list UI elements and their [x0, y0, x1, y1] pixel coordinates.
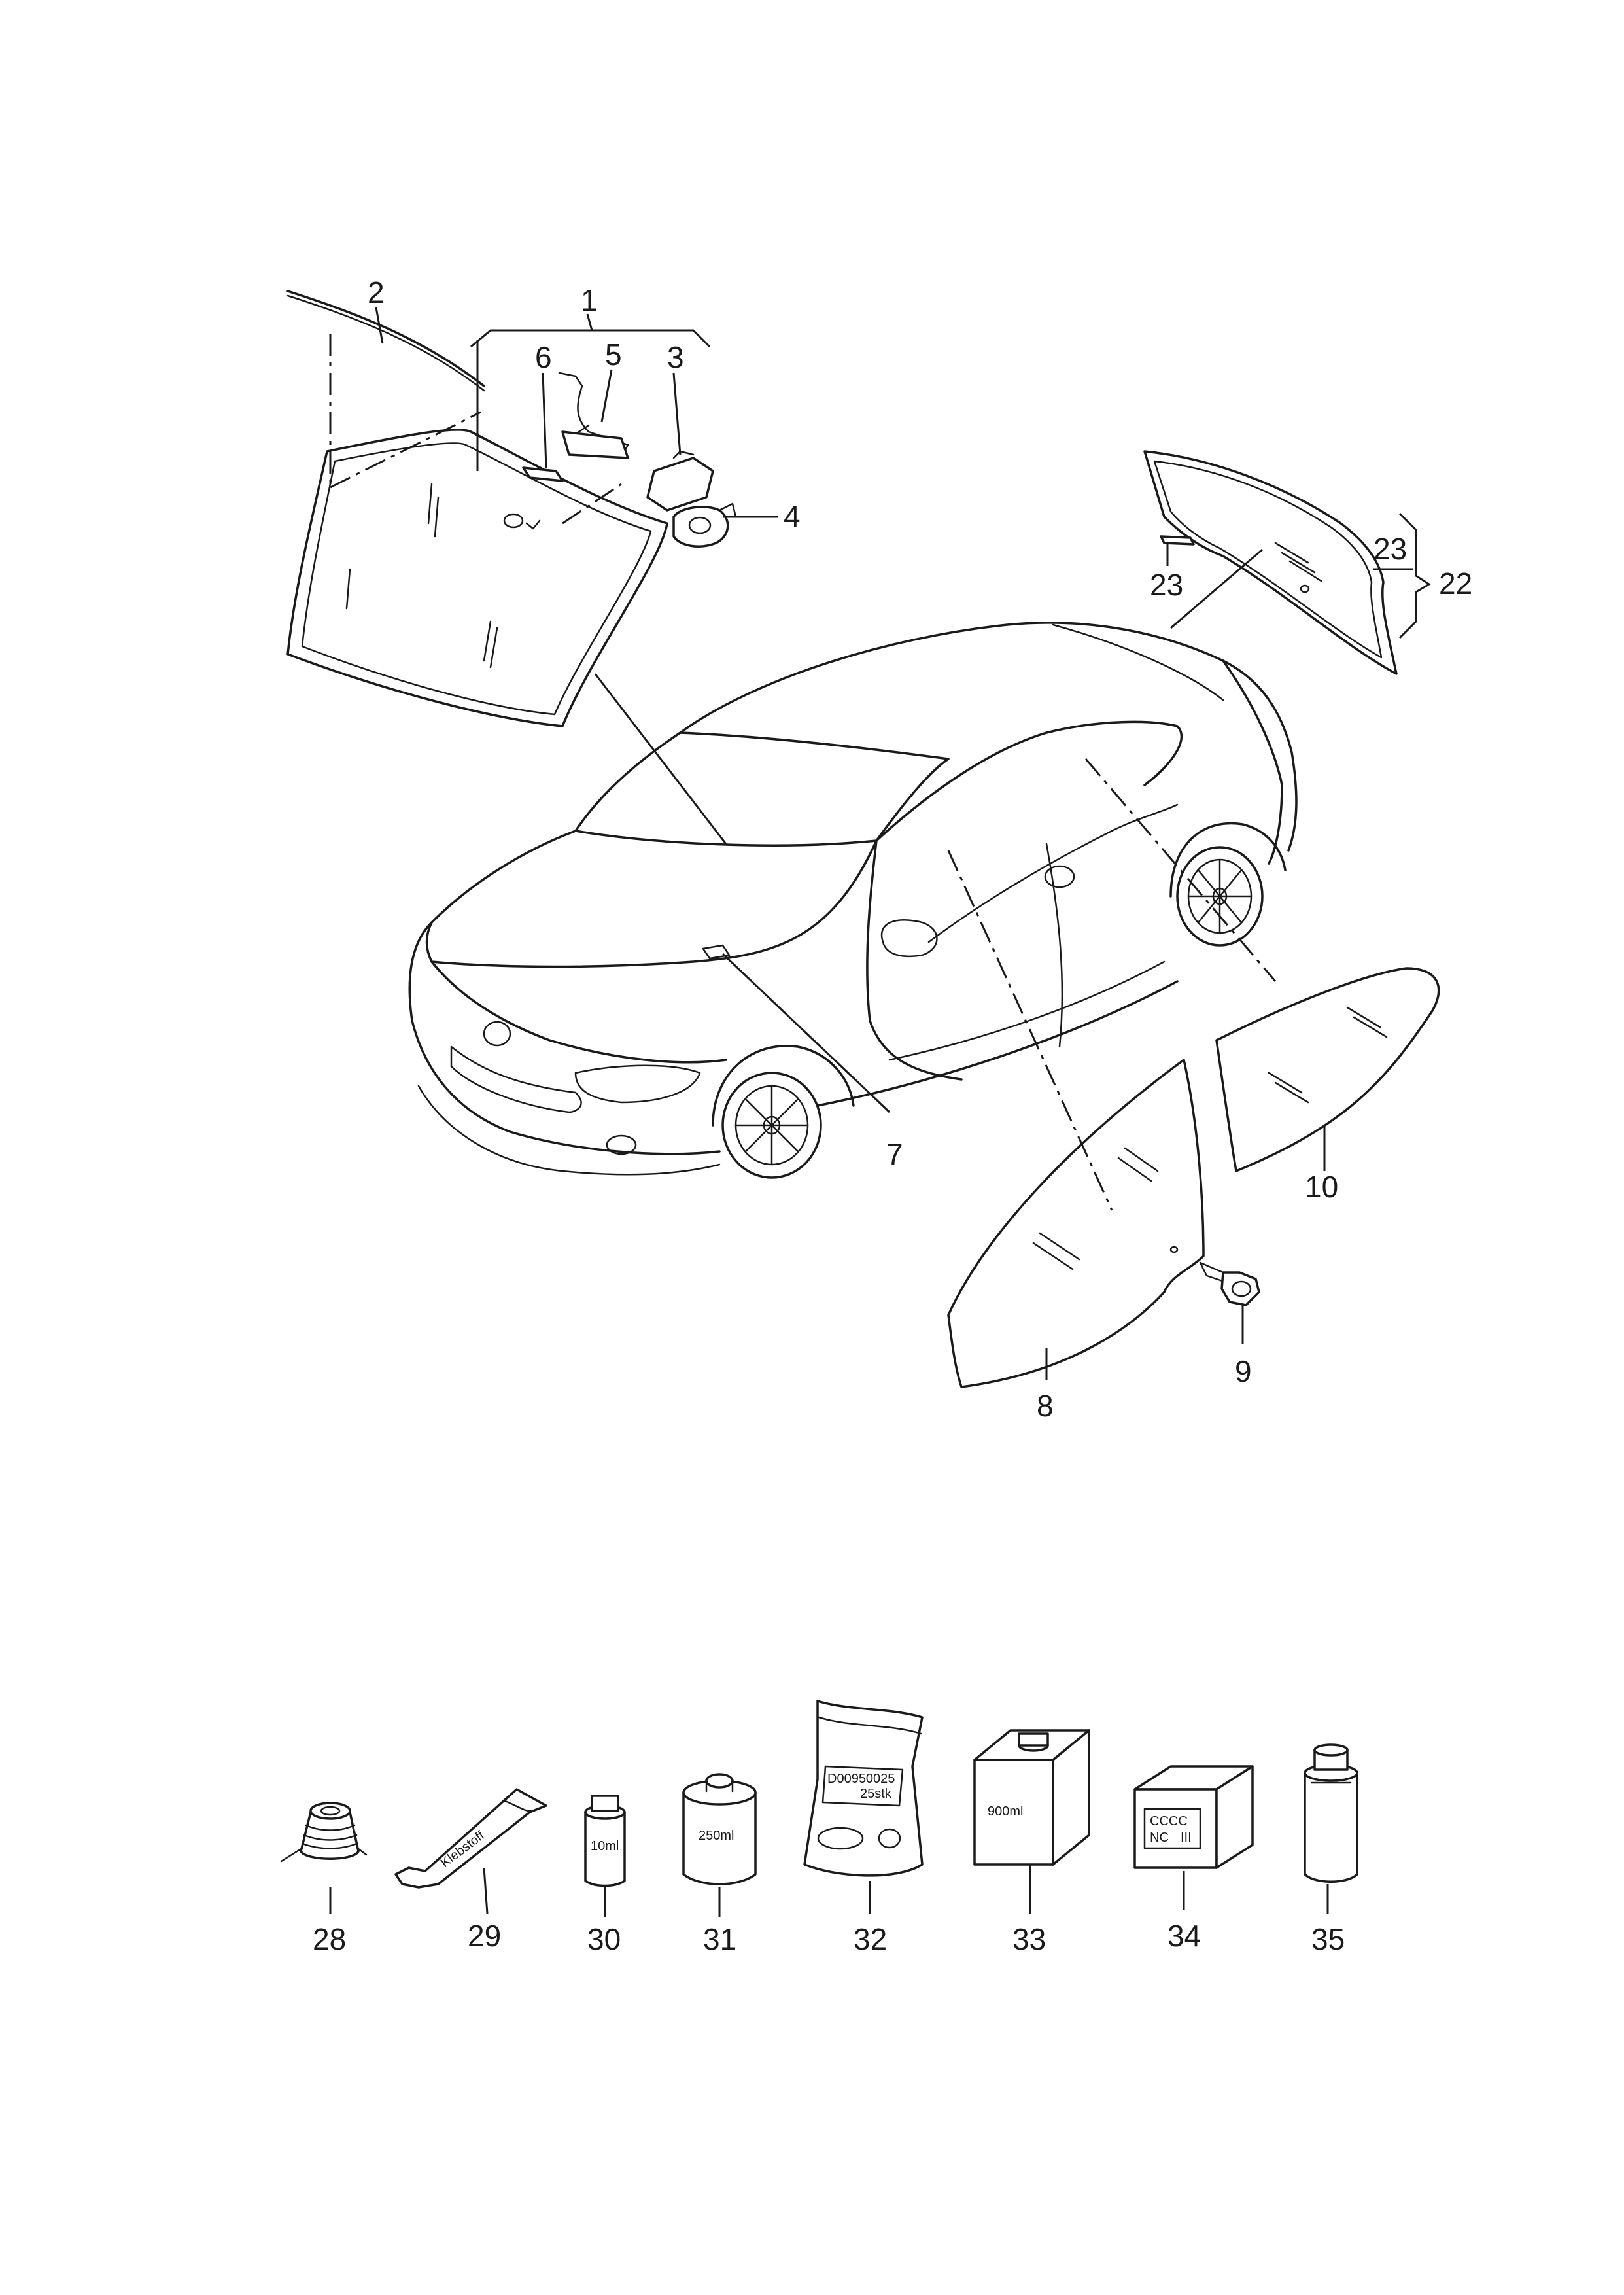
- callout-33: 33: [1012, 1922, 1046, 1956]
- callout-32: 32: [854, 1922, 887, 1956]
- callout-22: 22: [1439, 567, 1472, 601]
- moulding-strip-part: [286, 290, 485, 392]
- callout-28: 28: [313, 1922, 346, 1956]
- callout-30: 30: [587, 1922, 621, 1956]
- can-label: 250ml: [699, 1829, 734, 1843]
- adhesive-tube: Klebstoff: [394, 1788, 547, 1889]
- bolt-part: [1199, 1261, 1260, 1306]
- windshield-part: [286, 429, 668, 727]
- bottle: [1304, 1743, 1358, 1883]
- small-jar: 10ml: [584, 1795, 626, 1887]
- callout-23-lower: 23: [1150, 568, 1183, 602]
- callout-23-upper: 23: [1373, 532, 1407, 566]
- callout-29: 29: [468, 1919, 501, 1953]
- quarter-glass-part: [1215, 967, 1440, 1172]
- box-900: 900ml: [973, 1729, 1090, 1866]
- box-kit-label2: NC: [1150, 1831, 1169, 1845]
- callout-10: 10: [1305, 1170, 1338, 1204]
- box-900-label: 900ml: [988, 1804, 1023, 1819]
- part-bag: D00950025 25stk: [803, 1700, 924, 1877]
- can-250: 250ml: [682, 1773, 757, 1885]
- sealing-cord-roll: [280, 1802, 368, 1863]
- callout-7: 7: [886, 1137, 903, 1171]
- callout-5: 5: [605, 338, 622, 372]
- callout-8: 8: [1037, 1389, 1054, 1423]
- rear-window-part: [1143, 450, 1398, 675]
- box-kit-label1: CCCC: [1150, 1814, 1188, 1829]
- callout-6: 6: [535, 340, 552, 374]
- jar-label: 10ml: [591, 1839, 619, 1853]
- callout-31: 31: [703, 1922, 736, 1956]
- leader-lines: [329, 307, 1431, 1917]
- car-body: [408, 622, 1298, 1179]
- callout-2: 2: [368, 275, 385, 309]
- callout-numbers: 1 2 6 5 3 4 23 22 23 7 10 9 8 28 29 30 3…: [313, 275, 1472, 1956]
- box-kit-label3: III: [1181, 1831, 1192, 1845]
- sensor-parts: [522, 372, 737, 548]
- bag-label-line1: D00950025: [827, 1772, 895, 1786]
- callout-35: 35: [1311, 1922, 1345, 1956]
- callout-4: 4: [784, 499, 801, 533]
- bag-label-line2: 25stk: [860, 1787, 892, 1801]
- callout-1: 1: [581, 283, 598, 317]
- callout-34: 34: [1167, 1919, 1201, 1953]
- callout-9: 9: [1235, 1354, 1252, 1388]
- door-glass-part: [947, 1059, 1205, 1388]
- callout-3: 3: [667, 340, 684, 374]
- box-kit: CCCC NC III: [1133, 1765, 1254, 1869]
